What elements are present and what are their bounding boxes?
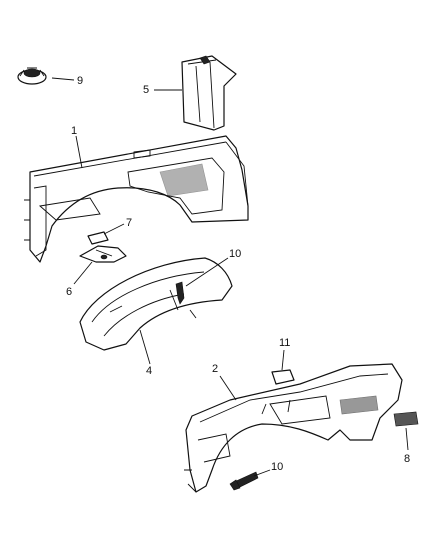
callout-10-lower: 10 — [271, 461, 283, 473]
callout-7: 7 — [126, 217, 132, 229]
callout-2: 2 — [212, 363, 218, 375]
leader-9 — [51, 77, 75, 81]
part-7-clip — [87, 231, 109, 245]
callout-10-upper: 10 — [229, 248, 241, 260]
leader-7 — [103, 223, 125, 235]
leader-10-lower — [253, 469, 271, 477]
leader-10-upper — [185, 257, 229, 287]
leader-11 — [281, 349, 285, 371]
leader-6 — [73, 261, 93, 285]
callout-6: 6 — [66, 286, 72, 298]
part-2-quarter-panel — [184, 363, 403, 493]
callout-11: 11 — [279, 337, 290, 349]
leader-1 — [75, 135, 83, 169]
leader-8 — [405, 427, 409, 451]
callout-8: 8 — [404, 453, 410, 465]
callouts: 9 5 1 7 10 6 4 11 2 8 10 — [66, 75, 410, 473]
part-10-screw-lower — [229, 471, 259, 491]
part-9-grommet — [17, 67, 47, 85]
part-1-quarter-panel — [24, 135, 249, 263]
part-4-wheelhouse-liner — [79, 257, 233, 351]
part-11-clip — [271, 369, 295, 385]
callout-1: 1 — [71, 125, 77, 137]
callout-9: 9 — [77, 75, 83, 87]
part-8-label — [393, 411, 419, 427]
leader-lines — [51, 77, 409, 477]
leader-2 — [219, 375, 237, 401]
part-10-screw-upper — [175, 281, 185, 305]
callout-5: 5 — [143, 84, 149, 96]
leader-4 — [139, 329, 151, 365]
callout-4: 4 — [146, 365, 152, 377]
part-6-bracket — [79, 245, 127, 263]
part-5-cover — [181, 55, 237, 131]
